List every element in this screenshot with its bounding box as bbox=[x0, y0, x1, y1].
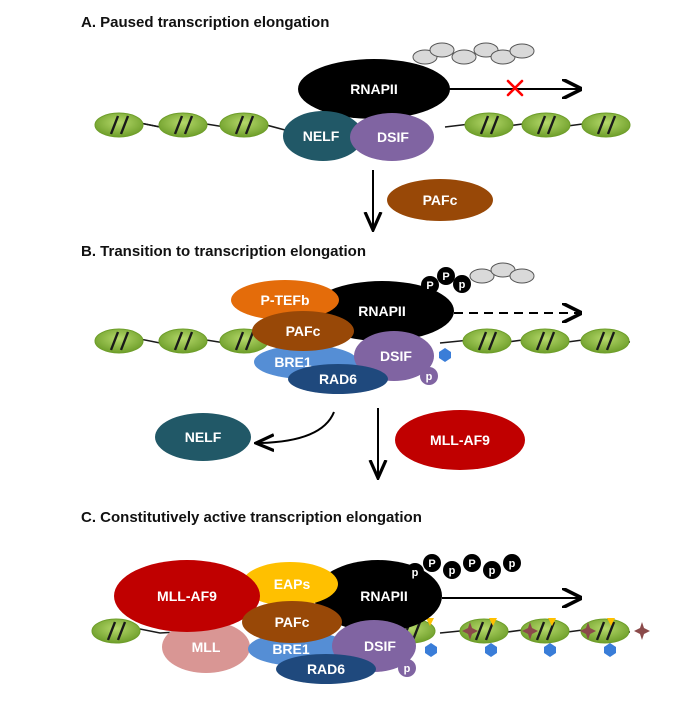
rnapii-a-label: RNAPII bbox=[350, 81, 397, 97]
rnapii-a bbox=[298, 59, 450, 119]
rad6-b-label: RAD6 bbox=[319, 371, 357, 387]
nucleosome-a1 bbox=[93, 111, 145, 139]
dsif-c-phospho-label: p bbox=[404, 663, 411, 675]
nucleosome-c1 bbox=[90, 617, 142, 645]
nucleosome-a5 bbox=[520, 111, 572, 139]
phospho-c: p P p P p p bbox=[406, 554, 521, 581]
pafc-entering bbox=[387, 179, 493, 221]
bre1-b-label: BRE1 bbox=[274, 354, 312, 370]
svg-text:p: p bbox=[509, 558, 516, 570]
pafc-entering-label: PAFc bbox=[423, 192, 458, 208]
pafc-c bbox=[242, 601, 342, 643]
dsif-a bbox=[350, 113, 434, 161]
nucleosome-a2 bbox=[157, 111, 209, 139]
panel-b-title: B. Transition to transcription elongatio… bbox=[81, 243, 366, 260]
svg-text:P: P bbox=[468, 558, 475, 570]
mll-af9-entering bbox=[395, 410, 525, 470]
rna-chain-b bbox=[469, 262, 535, 284]
mll-c bbox=[162, 621, 250, 673]
rad6-c-label: RAD6 bbox=[307, 661, 345, 677]
rnapii-b-label: RNAPII bbox=[358, 303, 405, 319]
mod-b bbox=[439, 348, 451, 362]
svg-text:P: P bbox=[428, 558, 435, 570]
nelf-a bbox=[283, 111, 363, 161]
dsif-b bbox=[354, 331, 434, 381]
nucleosome-b5 bbox=[519, 327, 571, 355]
panel-a-title: A. Paused transcription elongation bbox=[81, 14, 329, 31]
dsif-b-label: DSIF bbox=[380, 348, 412, 364]
rnapii-c-label: RNAPII bbox=[360, 588, 407, 604]
nelf-release-arrow bbox=[260, 411, 335, 443]
nucleosome-b1 bbox=[93, 327, 145, 355]
dsif-b-phospho-label: p bbox=[426, 371, 433, 383]
dsif-a-label: DSIF bbox=[377, 129, 409, 145]
mll-af9-entering-label: MLL-AF9 bbox=[430, 432, 490, 448]
mll-af9-c bbox=[114, 560, 260, 632]
nucleosome-a6 bbox=[580, 111, 632, 139]
dsif-c-label: DSIF bbox=[364, 638, 396, 654]
mll-c-label: MLL bbox=[192, 639, 221, 655]
bre1-c-label: BRE1 bbox=[272, 641, 310, 657]
nucleosome-a4 bbox=[463, 111, 515, 139]
nucleosome-b2 bbox=[157, 327, 209, 355]
rad6-c bbox=[276, 654, 376, 684]
phospho-b: P P p bbox=[421, 267, 471, 294]
rad6-b bbox=[288, 364, 388, 394]
pafc-c-label: PAFc bbox=[275, 614, 310, 630]
dsif-b-phospho bbox=[420, 367, 438, 385]
panel-c-title: C. Constitutively active transcription e… bbox=[81, 509, 422, 526]
nucleosome-b4 bbox=[461, 327, 513, 355]
svg-text:p: p bbox=[412, 567, 419, 579]
nelf-released bbox=[155, 413, 251, 461]
dsif-c-phospho bbox=[398, 659, 416, 677]
rna-chain-a bbox=[412, 42, 535, 65]
histone-marks-c bbox=[425, 618, 650, 657]
mll-af9-c-label: MLL-AF9 bbox=[157, 588, 217, 604]
svg-text:p: p bbox=[489, 565, 496, 577]
pafc-b bbox=[252, 311, 354, 351]
ptefb-b-label: P-TEFb bbox=[261, 292, 310, 308]
nelf-released-label: NELF bbox=[185, 429, 222, 445]
pafc-b-label: PAFc bbox=[286, 323, 321, 339]
eaps-c-label: EAPs bbox=[274, 576, 311, 592]
svg-text:p: p bbox=[459, 279, 466, 291]
ptefb-b bbox=[231, 280, 339, 320]
stop-mark bbox=[506, 79, 524, 97]
svg-text:p: p bbox=[449, 565, 456, 577]
nucleosome-a3 bbox=[218, 111, 270, 139]
nelf-a-label: NELF bbox=[303, 128, 340, 144]
svg-text:P: P bbox=[426, 280, 433, 292]
eaps-c bbox=[242, 562, 338, 606]
nucleosome-b6 bbox=[579, 327, 631, 355]
svg-text:P: P bbox=[442, 271, 449, 283]
